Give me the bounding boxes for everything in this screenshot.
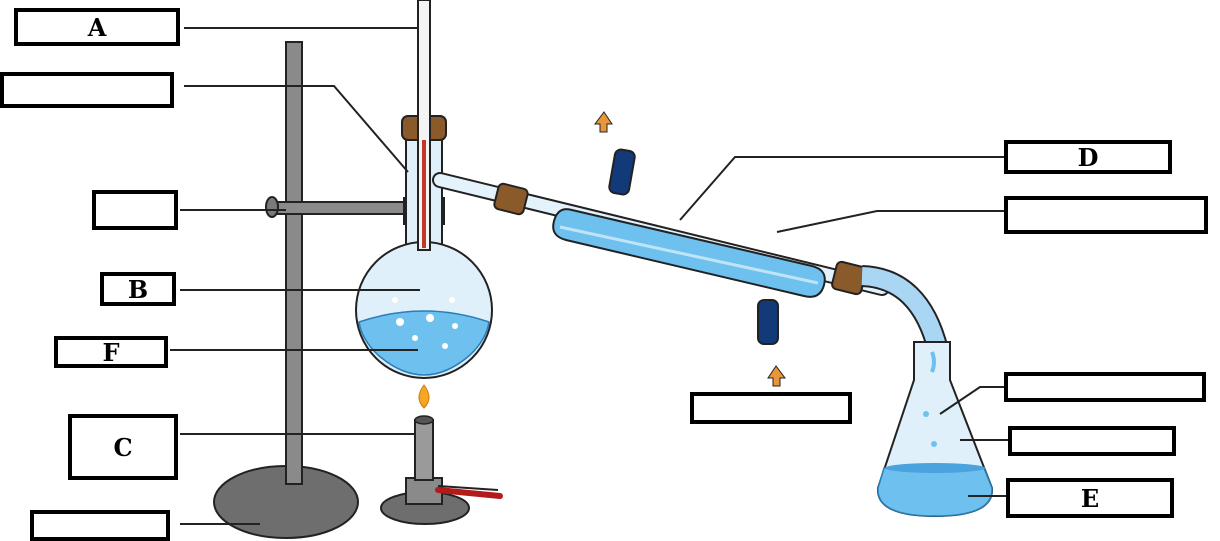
label-box-blank-7[interactable]	[1008, 426, 1176, 456]
label-box-blank-5[interactable]	[690, 392, 852, 424]
label-text-e: E	[1080, 483, 1100, 513]
label-box-blank-1[interactable]	[0, 72, 174, 108]
label-box-blank-4[interactable]	[1004, 196, 1208, 234]
label-text-b: B	[127, 274, 149, 304]
label-box-a[interactable]: A	[14, 8, 180, 46]
label-box-blank-3[interactable]	[30, 510, 170, 541]
pointer-lines	[170, 27, 1008, 525]
conical-flask-icon	[876, 341, 994, 518]
label-box-e[interactable]: E	[1006, 478, 1174, 518]
label-box-blank-6[interactable]	[1004, 372, 1206, 402]
water-arrow-icon	[594, 111, 786, 387]
pointer-line-d	[679, 156, 1004, 221]
bunsen-burner-icon	[380, 384, 503, 525]
label-box-blank-2[interactable]	[92, 190, 178, 230]
label-box-f[interactable]: F	[54, 336, 168, 368]
thermometer-icon	[417, 0, 431, 251]
pointer-line-5	[776, 210, 1004, 233]
pointer-line-6	[939, 386, 1004, 415]
label-box-b[interactable]: B	[100, 272, 176, 306]
label-text-c: C	[113, 432, 133, 462]
label-text-a: A	[87, 12, 107, 42]
label-text-f: F	[102, 337, 120, 367]
label-box-c[interactable]: C	[68, 414, 178, 480]
label-box-d[interactable]: D	[1004, 140, 1172, 174]
liebig-condenser-icon	[432, 148, 949, 353]
label-text-d: D	[1077, 142, 1099, 172]
pointer-line-2	[184, 85, 409, 173]
